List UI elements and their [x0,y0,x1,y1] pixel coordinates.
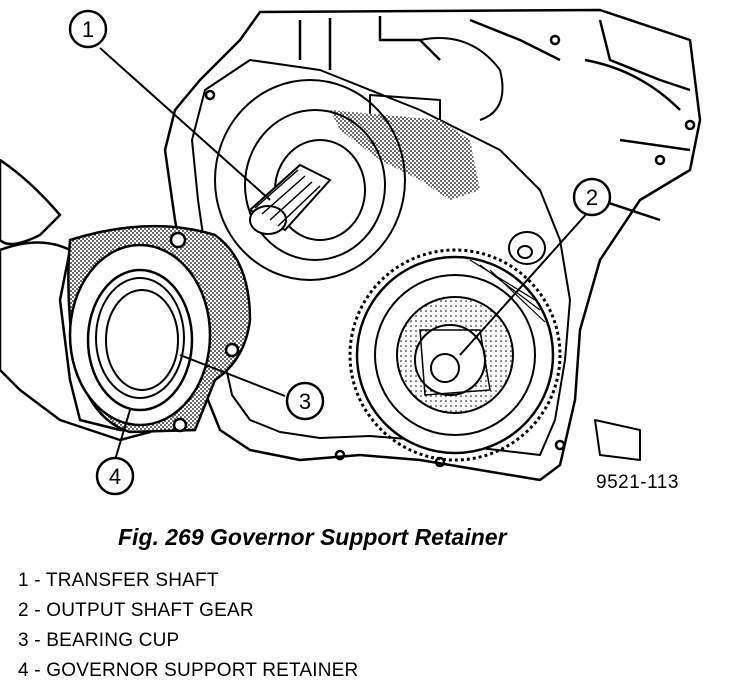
svg-text:2: 2 [586,185,598,210]
svg-text:4: 4 [109,464,121,489]
callout-4: 4 [95,456,135,496]
case-boss [508,231,546,265]
legend-item-output-shaft-gear: 2 - OUTPUT SHAFT GEAR [18,600,254,621]
figure-number: 9521-113 [596,472,679,493]
governor-support-retainer [67,224,252,434]
svg-text:3: 3 [299,389,311,414]
leader-lines [99,47,591,461]
legend-item-transfer-shaft: 1 - TRANSFER SHAFT [18,570,219,591]
figure-caption: Fig. 269 Governor Support Retainer [118,524,507,550]
legend-item-bearing-cup: 3 - BEARING CUP [18,630,180,651]
legend-item-governor-support-retainer: 4 - GOVERNOR SUPPORT RETAINER [18,660,359,681]
callout-3: 3 [285,381,325,421]
legend: 1 - TRANSFER SHAFT 2 - OUTPUT SHAFT GEAR… [18,566,358,686]
callout-1: 1 [68,9,108,49]
transaxle-case [163,8,702,482]
bearing-cup [95,277,185,399]
svg-text:1: 1 [82,17,94,42]
transaxle-illustration: 1 2 3 4 [0,8,702,496]
transfer-shaft [248,163,332,235]
case-shading [330,110,480,200]
callout-2: 2 [572,177,612,217]
output-shaft-gear [348,248,562,462]
